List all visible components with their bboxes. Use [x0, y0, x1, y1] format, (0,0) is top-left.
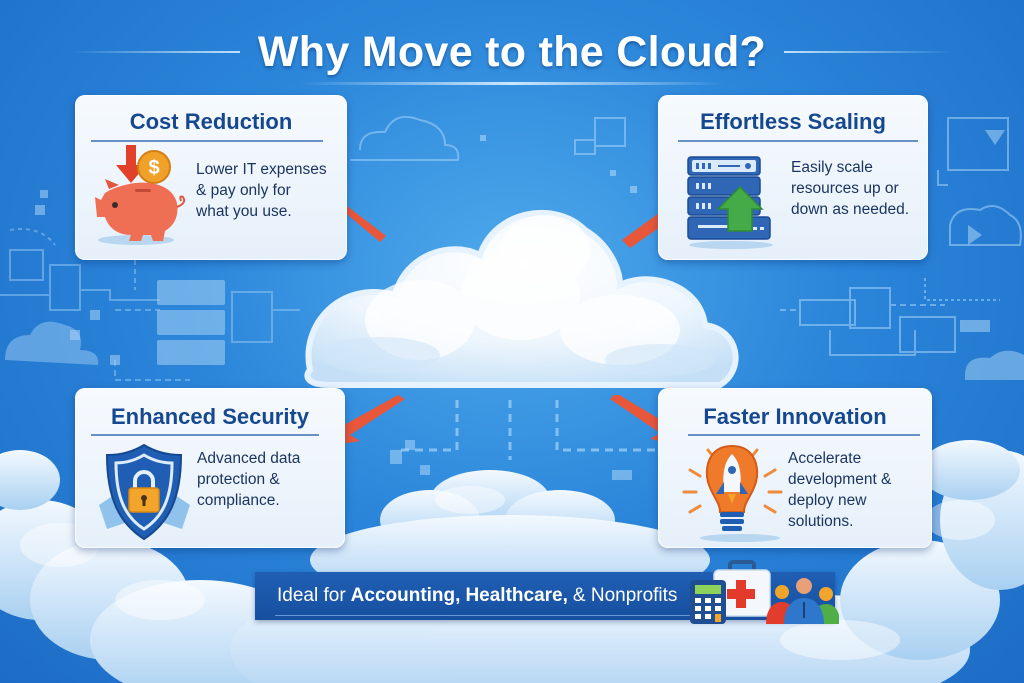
arrows-lower — [322, 395, 688, 447]
title-underline — [300, 82, 724, 85]
description-line: down as needed. — [791, 201, 910, 218]
card-divider — [91, 434, 319, 436]
medical-kit-icon — [713, 560, 771, 617]
banner-healthcare: Healthcare, — [465, 585, 568, 606]
description-line: protection & — [197, 471, 280, 488]
card-description: Lower IT expenses & pay only for what yo… — [196, 159, 327, 222]
svg-text:$: $ — [148, 157, 159, 179]
banner-text: Ideal for Accounting, Healthcare, & Nonp… — [277, 572, 677, 620]
card-divider — [678, 140, 918, 142]
banner-suffix: & Nonprofits — [572, 585, 678, 606]
card-title: Faster Innovation — [703, 404, 887, 429]
shield-lock-icon — [99, 443, 190, 541]
card-description: Advanced data protection & compliance. — [197, 448, 300, 511]
server-stack-up-arrow-icon — [687, 156, 773, 249]
description-line: Easily scale — [791, 159, 873, 176]
title-divider-right — [784, 51, 955, 53]
card-enhanced-security: Enhanced Security Advanced data protecti… — [75, 388, 345, 548]
description-line: deploy new solutions. — [788, 492, 867, 530]
description-line: what you use. — [196, 203, 292, 220]
banner-prefix: Ideal for — [277, 585, 346, 606]
card-description: Easily scale resources up or down as nee… — [791, 157, 909, 220]
card-divider — [91, 140, 323, 142]
people-group-icon — [766, 578, 839, 624]
description-line: Accelerate — [788, 450, 862, 467]
card-title: Enhanced Security — [110, 404, 310, 429]
page-title: Why Move to the Cloud? — [257, 27, 767, 76]
banner-accounting: Accounting, — [350, 585, 461, 606]
card-cost-reduction: Cost Reduction $ Lower IT expenses & pay… — [75, 95, 347, 260]
description-line: compliance. — [197, 492, 280, 509]
description-line: development & — [788, 471, 892, 488]
description-line: Lower IT expenses — [196, 161, 327, 178]
lightbulb-rocket-icon — [682, 444, 783, 542]
piggy-bank-icon: $ — [95, 145, 186, 245]
card-title: Effortless Scaling — [700, 109, 886, 134]
card-title: Cost Reduction — [129, 109, 293, 134]
description-line: & pay only for — [196, 182, 291, 199]
card-effortless-scaling: Effortless Scaling Easily scale resource… — [658, 95, 928, 260]
description-line: resources up or — [791, 180, 899, 197]
industry-icons — [690, 560, 839, 624]
calculator-icon — [690, 580, 726, 624]
card-faster-innovation: Faster Innovation Accelerate development… — [658, 388, 932, 548]
cloud-icon — [304, 182, 739, 388]
header: Why Move to the Cloud? — [0, 22, 1024, 82]
description-line: Advanced data — [197, 450, 301, 467]
card-divider — [688, 434, 920, 436]
title-divider-left — [69, 51, 240, 53]
card-description: Accelerate development & deploy new solu… — [788, 448, 932, 532]
banner-divider — [275, 615, 695, 616]
